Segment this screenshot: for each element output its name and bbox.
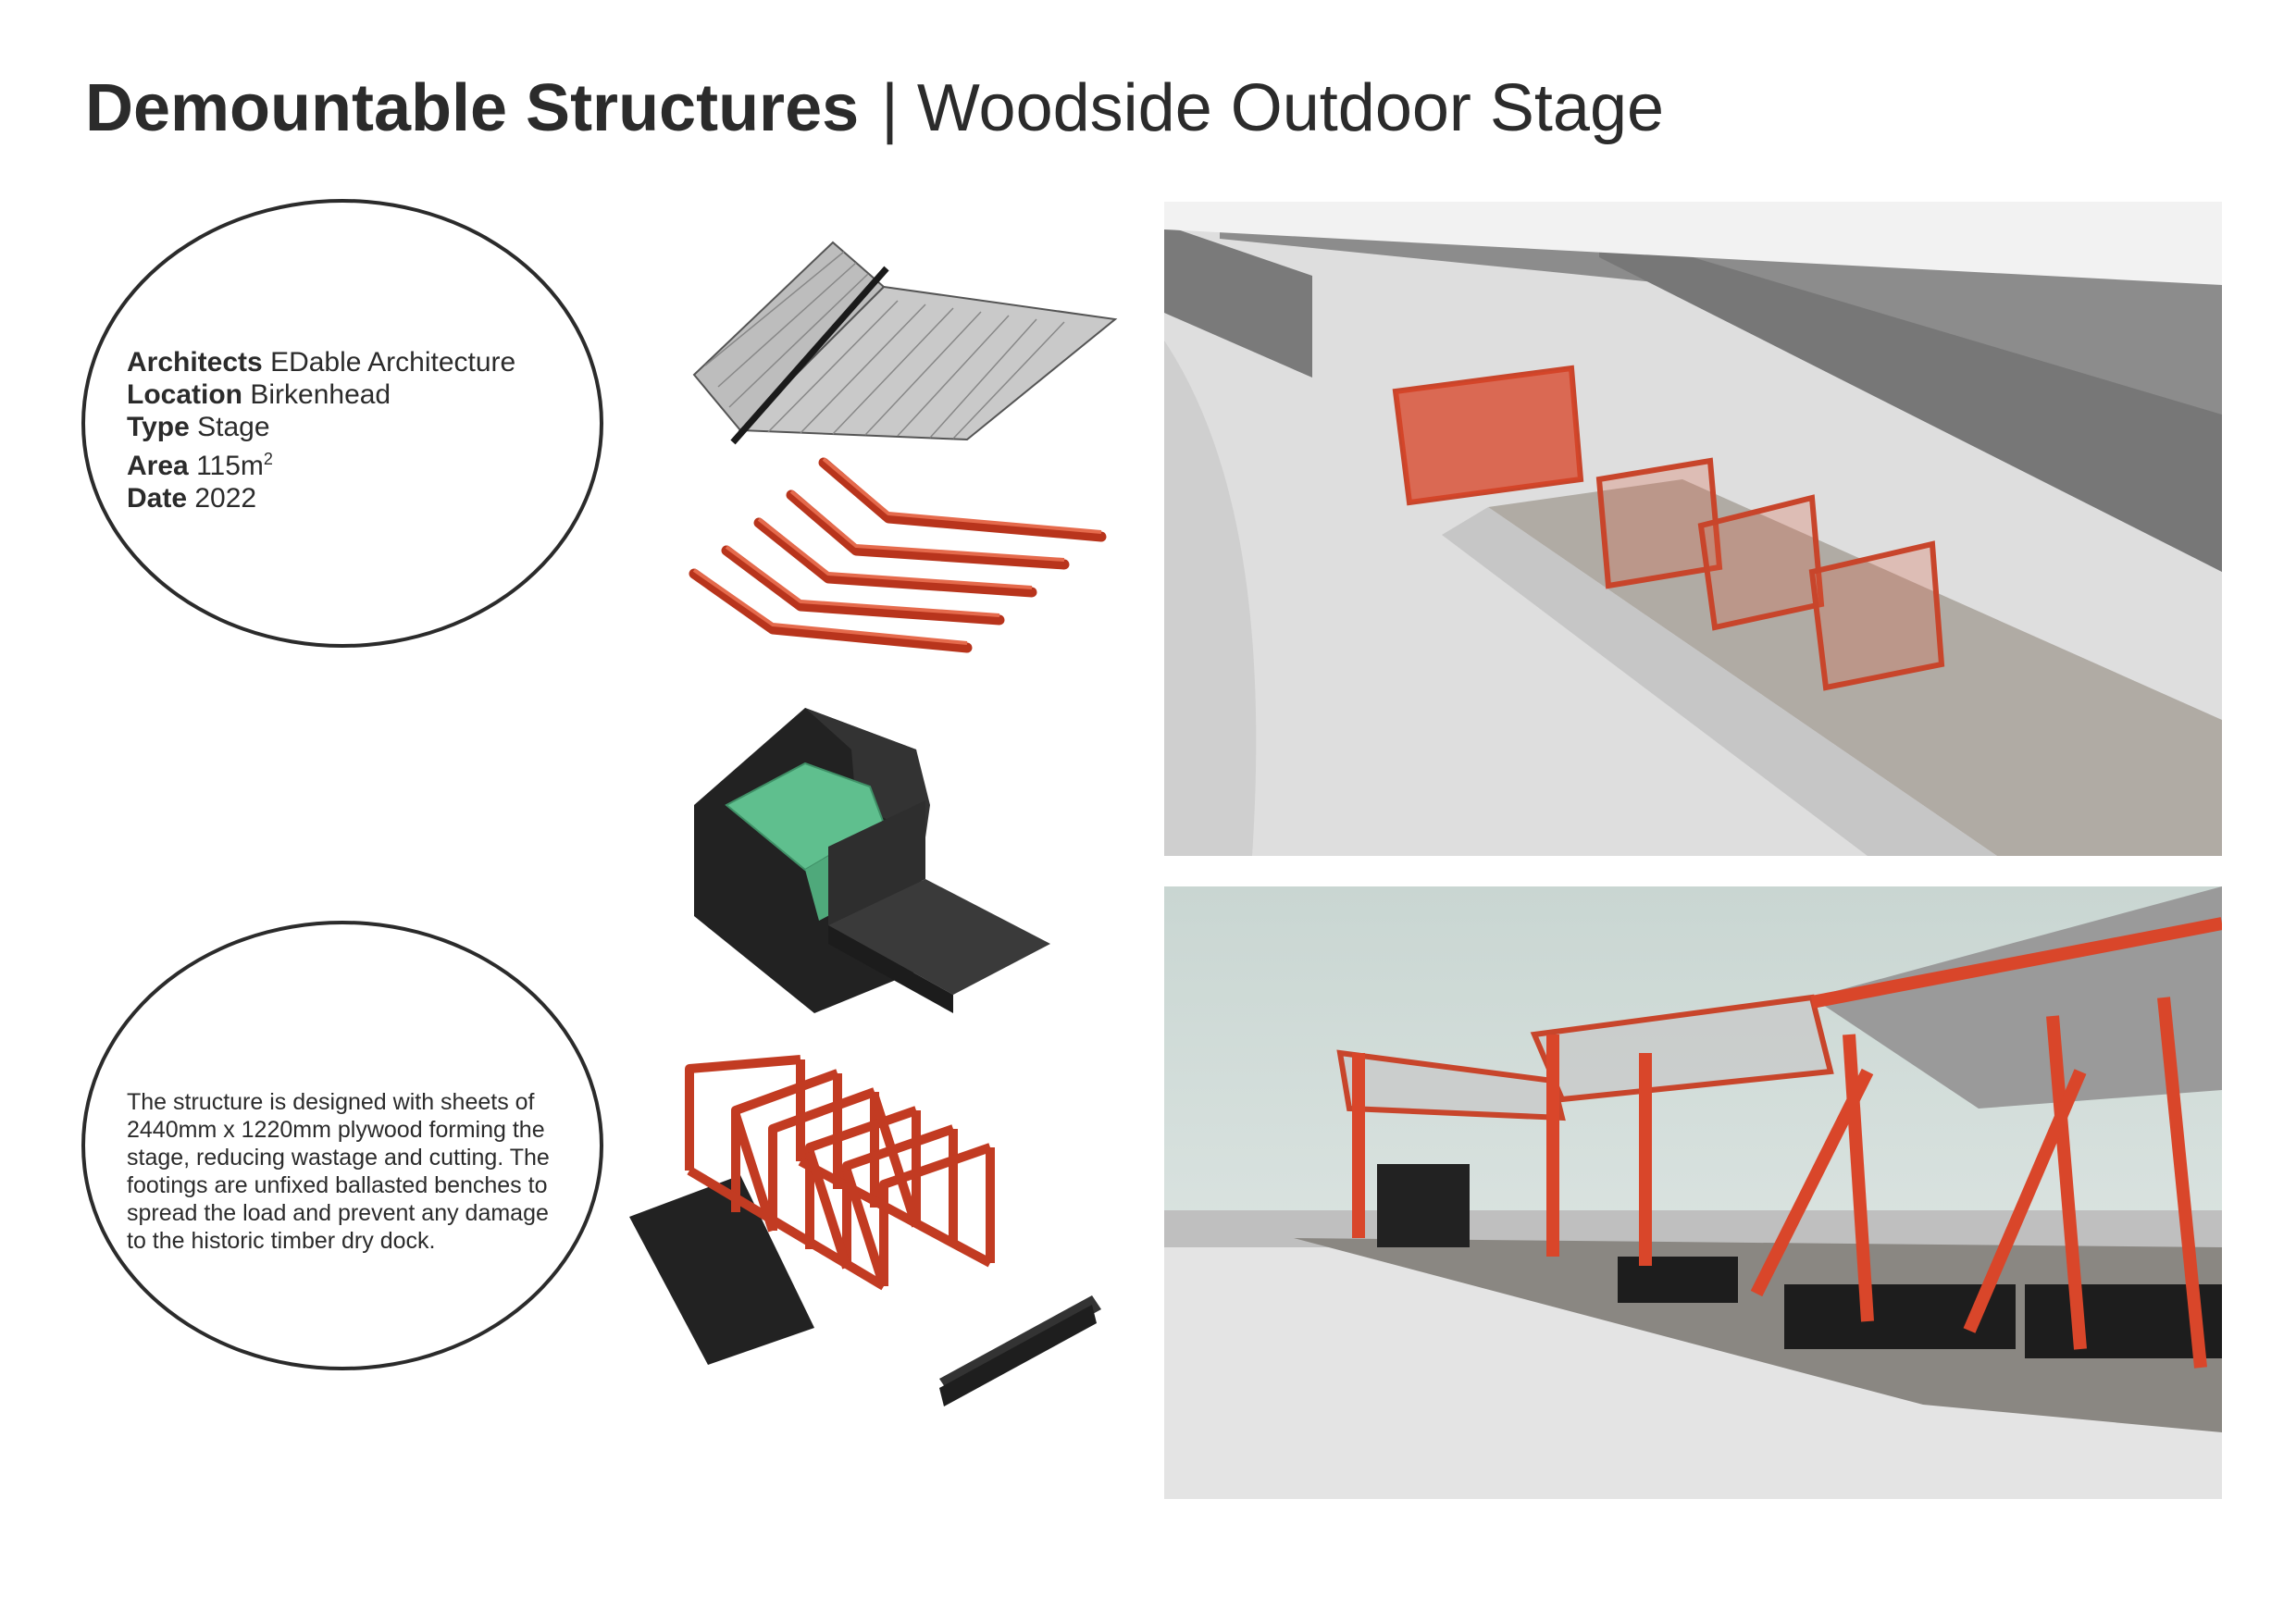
- info-type: Type Stage: [127, 411, 515, 443]
- description-text: The structure is designed with sheets of…: [127, 1089, 550, 1254]
- perspective-render: [1164, 886, 2222, 1499]
- info-value: 2022: [194, 483, 257, 514]
- info-label: Area: [127, 451, 189, 481]
- info-bubble: [81, 199, 603, 648]
- info-value: Birkenhead: [250, 379, 391, 410]
- rafters: [689, 457, 1107, 653]
- info-value: EDable Architecture: [270, 347, 516, 378]
- title-sub: | Woodside Outdoor Stage: [881, 71, 1665, 145]
- description-bubble: [81, 921, 603, 1370]
- perspective-render-drawing: [1164, 886, 2222, 1499]
- info-label: Date: [127, 483, 188, 514]
- aerial-render: [1164, 202, 2222, 856]
- title-main: Demountable Structures: [85, 71, 860, 145]
- info-label: Location: [127, 379, 242, 410]
- bench-footing: [939, 1295, 1101, 1406]
- timber-frame: [629, 1055, 995, 1365]
- info-label: Type: [127, 412, 190, 442]
- project-info: Architects EDable Architecture Location …: [127, 346, 515, 514]
- info-area: Area 115m2: [127, 443, 515, 482]
- info-location: Location Birkenhead: [127, 378, 515, 411]
- info-date: Date 2022: [127, 482, 515, 514]
- info-label: Architects: [127, 347, 263, 378]
- info-value: Stage: [197, 412, 270, 442]
- info-value: 115m: [196, 451, 264, 481]
- info-architects: Architects EDable Architecture: [127, 346, 515, 378]
- axonometric-drawing: [629, 241, 1118, 1406]
- page-title: Demountable Structures | Woodside Outdoor…: [85, 67, 1664, 150]
- exploded-axonometric: [620, 231, 1157, 1434]
- roof-sheet: [692, 241, 1118, 445]
- aerial-render-drawing: [1164, 202, 2222, 856]
- info-unit-sup: 2: [263, 450, 273, 468]
- floor-platform: [828, 800, 1050, 1013]
